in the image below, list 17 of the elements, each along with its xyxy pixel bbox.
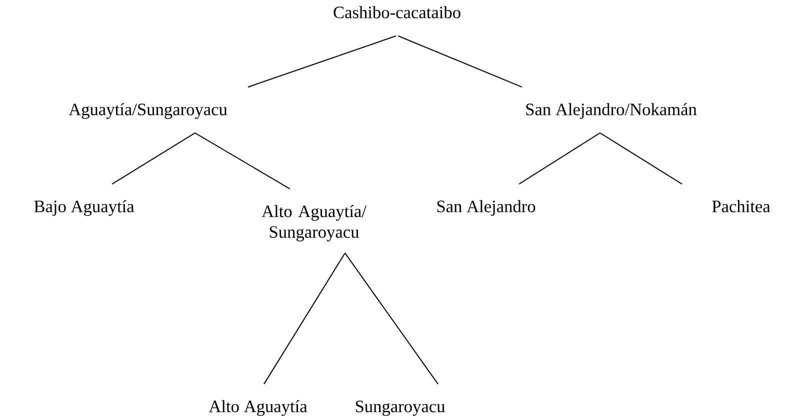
tree-branch	[344, 252, 438, 384]
tree-label: Sungaroyacu	[356, 400, 445, 416]
tree-label: San Alejandro	[437, 200, 536, 216]
tree-label: Pachitea	[712, 200, 770, 212]
tree-branch	[518, 132, 600, 185]
tree-label: Cashibo-cacataibo	[334, 6, 460, 18]
tree-branch	[398, 35, 522, 88]
tree-label: Aguaytía/Sungaroyacu	[68, 103, 228, 119]
tree-label: Alto Aguaytía/ Sungaroyacu	[262, 204, 366, 242]
tree-label: Alto Aguaytía	[208, 400, 308, 416]
tree-branch	[600, 132, 682, 185]
tree-label: Bajo Aguaytía	[34, 200, 134, 216]
tree-branch	[194, 132, 290, 190]
tree-branch	[264, 252, 346, 384]
tree-branch	[248, 35, 396, 88]
tree-label: San Alejandro/Nokamán	[526, 103, 697, 119]
tree-branch	[112, 132, 196, 185]
